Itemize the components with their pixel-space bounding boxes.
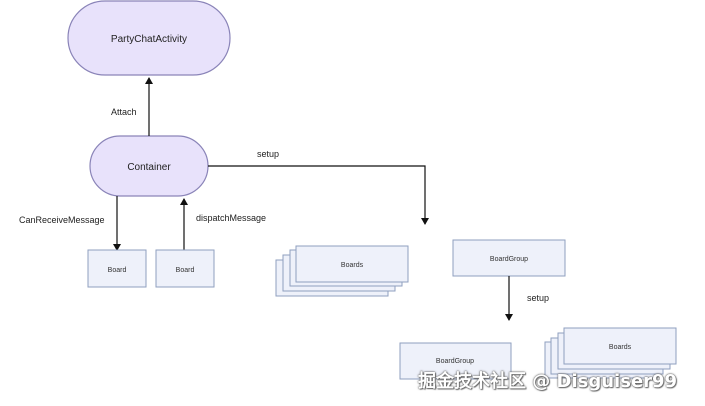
boards-stack-node: Boards <box>275 245 409 297</box>
boards-stack-bottom-node: Boards <box>544 327 677 379</box>
party-chat-activity-node: PartyChatActivity <box>67 0 231 76</box>
container-label: Container <box>127 162 171 173</box>
board-right-label: Board <box>176 267 195 274</box>
board-group-top-node: BoardGroup <box>452 239 566 277</box>
attach-label: Attach <box>111 107 137 117</box>
board-group-bottom-node: BoardGroup <box>399 342 512 380</box>
watermark-text: 掘金技术社区 @ Disguiser99 <box>418 371 678 392</box>
dispatch-message-label: dispatchMessage <box>196 213 266 223</box>
party-chat-activity-label: PartyChatActivity <box>111 34 187 45</box>
board-group-top-label: BoardGroup <box>490 256 528 263</box>
board-right-node: Board <box>155 249 215 288</box>
can-receive-message-label: CanReceiveMessage <box>19 215 105 225</box>
board-group-bottom-label: BoardGroup <box>436 358 474 365</box>
board-left-label: Board <box>108 267 127 274</box>
boards-stack-bottom-label: Boards <box>609 344 632 351</box>
setup-arrow-top <box>208 165 429 225</box>
setup-label-bottom: setup <box>527 293 549 303</box>
setup-label-top: setup <box>257 149 279 159</box>
container-node: Container <box>89 135 209 197</box>
boards-stack-label: Boards <box>341 262 364 269</box>
board-left-node: Board <box>87 249 147 288</box>
